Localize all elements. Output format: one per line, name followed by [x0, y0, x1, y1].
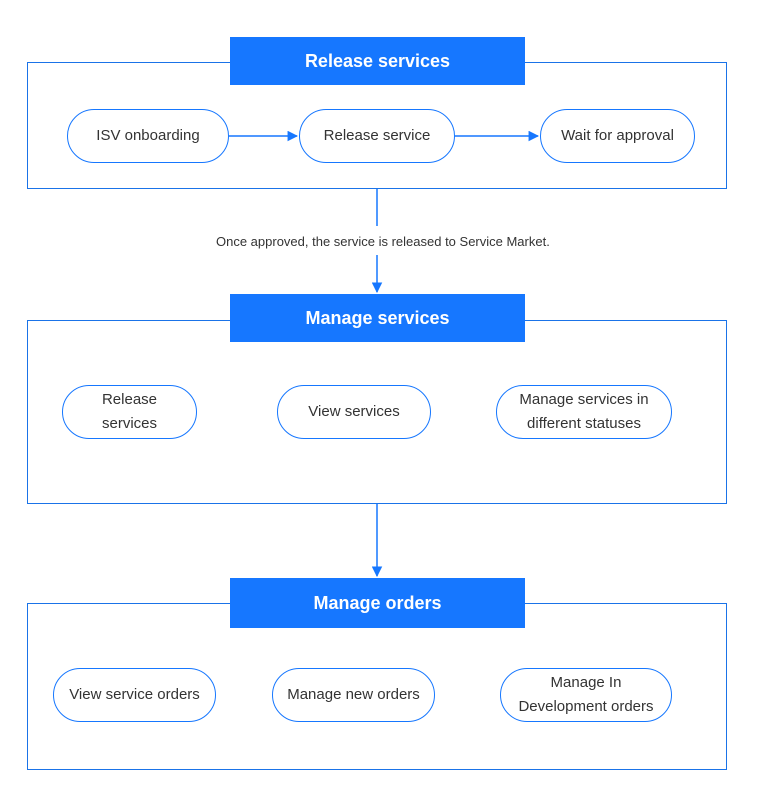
approval-note: Once approved, the service is released t… [216, 234, 550, 249]
isv-onboarding-step: ISV onboarding [67, 109, 229, 163]
manage-orders-header: Manage orders [230, 578, 525, 628]
view-service-orders-item: View service orders [53, 668, 216, 722]
release-services-item: Release services [62, 385, 197, 439]
view-services-item: View services [277, 385, 431, 439]
release-services-header: Release services [230, 37, 525, 85]
manage-new-orders-item: Manage new orders [272, 668, 435, 722]
wait-for-approval-step: Wait for approval [540, 109, 695, 163]
manage-services-header: Manage services [230, 294, 525, 342]
manage-services-statuses-item: Manage services in different statuses [496, 385, 672, 439]
manage-in-development-orders-item: Manage In Development orders [500, 668, 672, 722]
release-service-step: Release service [299, 109, 455, 163]
